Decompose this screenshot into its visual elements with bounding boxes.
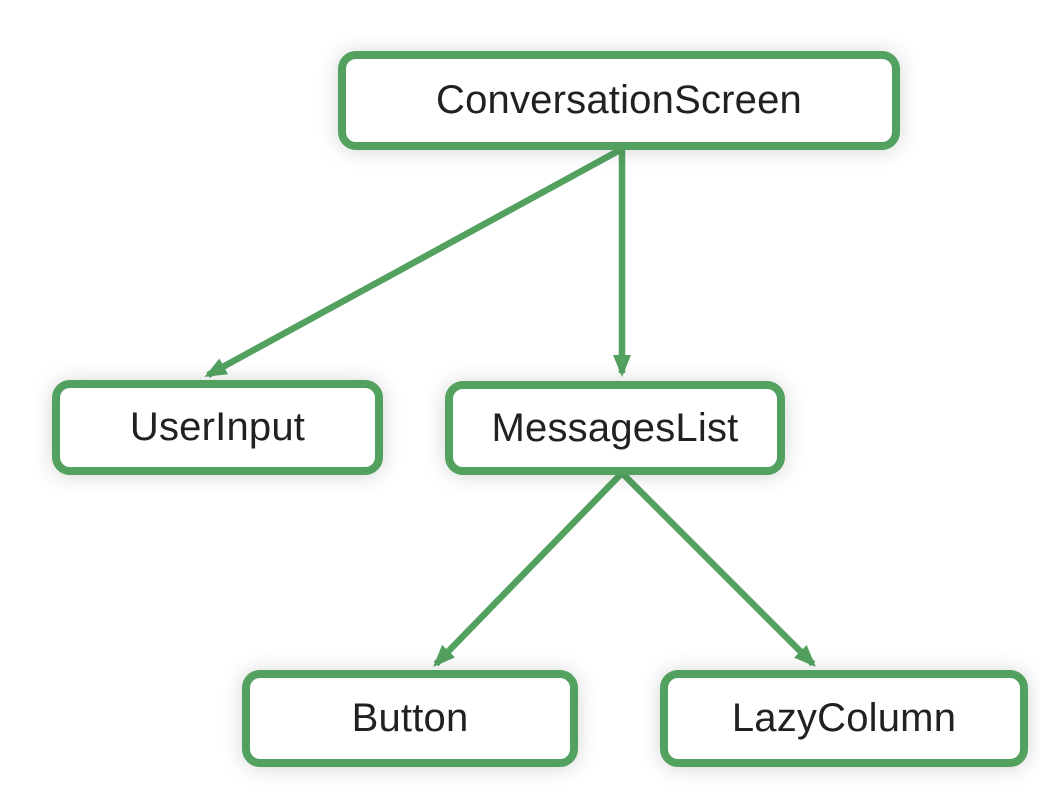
edge-conversationscreen-userinput (204, 147, 622, 378)
node-messageslist-label: MessagesList (491, 405, 739, 450)
node-lazycolumn-label: LazyColumn (731, 696, 957, 740)
node-button-label: Button (351, 696, 469, 740)
node-userinput: UserInput (52, 380, 383, 475)
node-button: Button (242, 670, 578, 767)
node-userinput-label: UserInput (129, 405, 306, 449)
edge-messageslist-lazycolumn (620, 471, 816, 667)
node-conversationscreen-label: ConversationScreen (435, 78, 803, 122)
node-lazycolumn: LazyColumn (660, 670, 1028, 767)
node-conversationscreen: ConversationScreen (338, 51, 900, 150)
edge-messageslist-button (433, 471, 624, 667)
node-messageslist: MessagesList (445, 381, 785, 475)
